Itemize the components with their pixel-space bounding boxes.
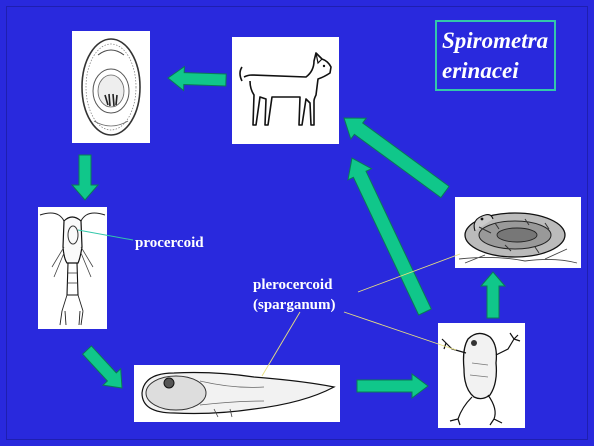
frog-to-snake-arrow [481, 272, 505, 318]
dog-to-egg-arrow [168, 67, 226, 91]
plerocercoid-pointer-tadpole [262, 312, 300, 376]
plerocercoid-pointer-frog [344, 312, 456, 350]
procercoid-pointer-line [78, 230, 133, 240]
tadpole-to-frog-arrow [357, 374, 428, 398]
egg-to-copepod-arrow [72, 155, 98, 200]
lifecycle-arrows [72, 67, 505, 398]
copepod-to-tadpole-arrow [83, 346, 122, 388]
